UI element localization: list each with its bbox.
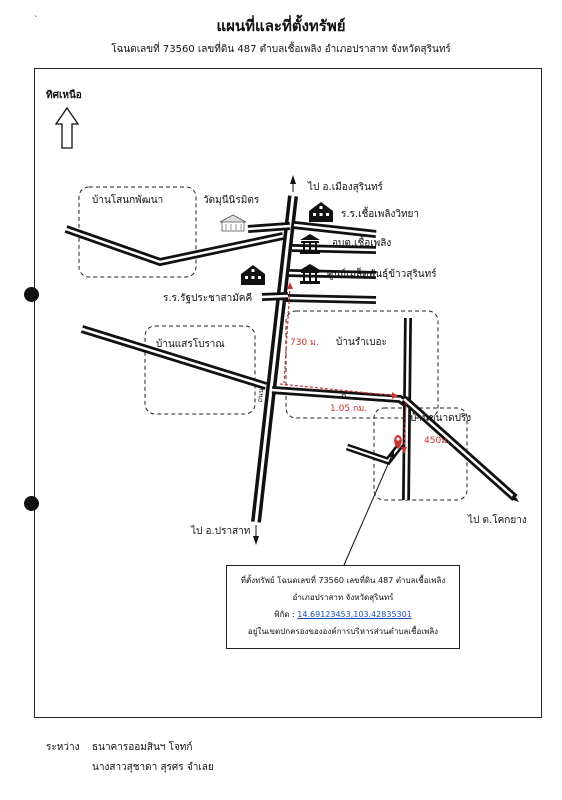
red-arrow-icon (401, 447, 407, 454)
label-distance-450: 450ม. (424, 436, 450, 446)
info-coordinates: พิกัด : 14.69123453,103.42835301 (227, 606, 459, 623)
village-box-khanat (373, 407, 468, 501)
page-title: แผนที่และที่ตั้งทรัพย์ (216, 17, 346, 35)
label-road-mark: ถนน (256, 388, 266, 403)
property-info-box: ที่ตั้งทรัพย์ โฉนดเลขที่ 73560 เลขที่ดิน… (226, 565, 460, 649)
school-icon (309, 202, 333, 222)
coord-link[interactable]: 14.69123453,103.42835301 (297, 610, 412, 619)
north-label: ทิศเหนือ (46, 90, 82, 101)
label-ban-khanat: บ้านขนาดปริง (410, 413, 472, 424)
binder-hole (24, 496, 39, 511)
temple-icon (219, 214, 247, 232)
label-to-kokyang: ไป ต.โคกยาง (468, 515, 527, 526)
corner-mark: ˎ (34, 8, 38, 17)
label-to-prasat: ไป อ.ปราสาท (191, 526, 251, 537)
village-box-ram (285, 310, 439, 419)
label-distance-105: 1.05 กม. (330, 404, 368, 414)
government-building-icon (300, 264, 320, 284)
label-to-mueang: ไป อ.เมืองสุรินทร์ (308, 182, 383, 193)
red-arrow-icon (287, 282, 293, 289)
page-subtitle: โฉนดเลขที่ 73560 เลขที่ดิน 487 ตำบลเชื้อ… (111, 44, 451, 55)
north-arrow-icon (54, 106, 80, 149)
binder-hole (24, 287, 39, 302)
label-distance-730: 730 ม. (290, 338, 319, 348)
road-west (64, 225, 284, 267)
roads (64, 195, 518, 523)
between-label: ระหว่าง (46, 742, 80, 753)
label-ban-saen: บ้านแสรโบราณ (156, 339, 225, 350)
village-box-saen (144, 325, 256, 415)
label-abt: อบต.เชื้อเพลิง (332, 238, 392, 249)
coord-label: พิกัด : (274, 610, 295, 619)
party-plaintiff: ธนาคารออมสินฯ โจทก์ (92, 742, 193, 753)
arrow-southeast-icon (510, 494, 519, 502)
arrow-down-icon (253, 536, 259, 545)
label-school-rat: ร.ร.รัฐประชาสามัคคี (163, 293, 253, 304)
info-line-4: อยู่ในเขตปกครองขององค์การบริหารส่วนตำบลเ… (247, 627, 439, 636)
label-ban-sano: บ้านโสนกพัฒนา (92, 195, 164, 206)
distance-line-450 (403, 401, 407, 451)
label-ban-ram: บ้านรำเบอะ (336, 337, 387, 348)
info-line-1: ที่ตั้งทรัพย์ โฉนดเลขที่ 73560 เลขที่ดิน… (240, 576, 446, 585)
info-line-2: อำเภอปราสาท จังหวัดสุรินทร์ (292, 593, 394, 602)
distance-line-730 (283, 285, 291, 384)
label-wat: วัดมุนีนิรมิตร (203, 195, 260, 206)
pointer-line (343, 454, 393, 566)
government-building-icon (300, 234, 320, 254)
label-road: ถ. (341, 392, 350, 402)
red-arrow-icon (392, 392, 398, 399)
map-frame (34, 68, 542, 718)
arrow-up-icon (290, 175, 296, 184)
school-icon (241, 265, 265, 285)
label-seed-center: ศูนย์เมล็ดพันธุ์ข้าวสุรินทร์ (327, 269, 437, 280)
party-defendant: นางสาวสุชาดา สุรศร จำเลย (92, 762, 214, 773)
label-school-chueaphloeng: ร.ร.เชื้อเพลิงวิทยา (341, 209, 420, 220)
property-pin-icon (394, 435, 402, 449)
